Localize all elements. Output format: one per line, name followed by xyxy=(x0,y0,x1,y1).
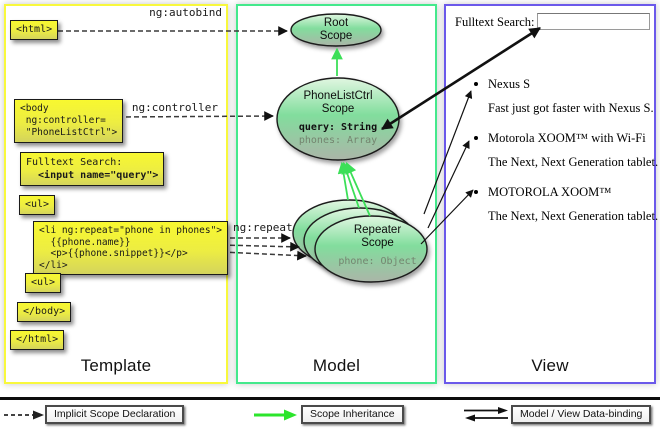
code-line: <li ng:repeat="phone in phones"> xyxy=(39,225,223,236)
body-open-tag-box: <body ng:controller= "PhoneListCtrl"> xyxy=(14,99,124,143)
model-view-binding-legend-arrow xyxy=(464,407,508,422)
scope-property: phones: Array xyxy=(298,135,378,146)
phone-name-text: Motorola XOOM™ with Wi-Fi xyxy=(488,131,646,145)
template-column: Template xyxy=(4,4,228,384)
scope-title: PhoneListCtrl xyxy=(303,90,373,102)
fulltext-search-label: Fulltext Search: xyxy=(455,15,535,29)
code-line: ng:controller= xyxy=(20,115,106,126)
ng-controller-label: ng:controller xyxy=(131,101,218,114)
phone-name: Motorola XOOM™ with Wi-Fi xyxy=(474,130,652,146)
code-line: </body> xyxy=(23,306,66,317)
legend-scope-inheritance-label: Scope Inheritance xyxy=(301,405,404,424)
template-column-label: Template xyxy=(80,356,152,375)
model-column: Model xyxy=(236,4,437,384)
phone-snippet: The Next, Next Generation tablet. xyxy=(488,209,659,223)
legend-implicit-scope-label: Implicit Scope Declaration xyxy=(45,405,185,424)
bullet-icon xyxy=(474,190,478,194)
scope-title: Scope xyxy=(361,237,394,249)
code-line: <html> xyxy=(16,24,53,35)
list-item: Nexus S Fast just got faster with Nexus … xyxy=(474,76,654,116)
legend-separator xyxy=(0,397,660,400)
scope-property: query: String xyxy=(298,122,378,133)
code-line: <input name="query"> xyxy=(26,170,159,181)
code-line: {{phone.name}} xyxy=(39,236,131,248)
code-line: <body xyxy=(20,103,49,114)
bullet-icon xyxy=(474,82,478,86)
body-close-tag-box: </body> xyxy=(17,302,72,322)
list-item: Motorola XOOM™ with Wi-Fi The Next, Next… xyxy=(474,130,659,170)
phone-name: Nexus S xyxy=(474,76,652,92)
phone-name-text: Nexus S xyxy=(488,77,531,91)
code-line: <p>{{phone.snippet}}</p> xyxy=(39,248,188,259)
phone-name: MOTOROLA XOOM™ xyxy=(474,184,652,200)
fulltext-search-input[interactable] xyxy=(537,13,650,30)
code-line: <ul> xyxy=(31,277,56,288)
phone-snippet: The Next, Next Generation tablet. xyxy=(488,155,659,169)
bullet-icon xyxy=(474,136,478,140)
li-repeat-code-box: <li ng:repeat="phone in phones"> {{phone… xyxy=(33,221,229,275)
scope-title: Root xyxy=(323,17,349,29)
implicit-scope-legend-arrow xyxy=(4,410,44,420)
view-column-label: View xyxy=(531,356,569,375)
ul-open-tag-box: <ul> xyxy=(19,195,56,215)
code-line: <ul> xyxy=(25,199,50,210)
scope-title: Repeater xyxy=(353,224,402,236)
root-scope-text: Root Scope xyxy=(292,17,380,43)
code-line: "PhoneListCtrl"> xyxy=(20,127,118,138)
ng-repeat-label: ng:repeat xyxy=(233,221,293,234)
phone-name-text: MOTOROLA XOOM™ xyxy=(488,185,612,199)
phonelistctrl-scope-text: PhoneListCtrl Scope query: String phones… xyxy=(277,90,399,147)
code-line: Fulltext Search: xyxy=(26,157,123,168)
fulltext-input-code-box: Fulltext Search: <input name="query"> xyxy=(20,152,165,186)
scope-inheritance-legend-arrow xyxy=(254,409,297,421)
scope-title: Scope xyxy=(321,103,355,115)
code-line: </li> xyxy=(39,259,68,271)
phone-list: Nexus S Fast just got faster with Nexus … xyxy=(474,76,659,238)
list-item: MOTOROLA XOOM™ The Next, Next Generation… xyxy=(474,184,659,224)
ul-second-tag-box: <ul> xyxy=(25,273,62,293)
scope-property: phone: Object xyxy=(338,256,417,267)
phone-snippet: Fast just got faster with Nexus S. xyxy=(488,101,654,115)
scope-title: Scope xyxy=(319,30,353,42)
repeater-scope-text: Repeater Scope phone: Object xyxy=(320,224,435,268)
html-open-tag-box: <html> xyxy=(10,20,59,40)
legend-model-view-binding-label: Model / View Data-binding xyxy=(511,405,652,424)
code-line: </html> xyxy=(16,334,59,345)
ng-autobind-label: ng:autobind xyxy=(149,6,222,19)
view-column: Fulltext Search: Nexus S Fast just got f… xyxy=(444,4,659,384)
html-close-tag-box: </html> xyxy=(10,330,65,350)
model-column-label: Model xyxy=(312,356,361,375)
